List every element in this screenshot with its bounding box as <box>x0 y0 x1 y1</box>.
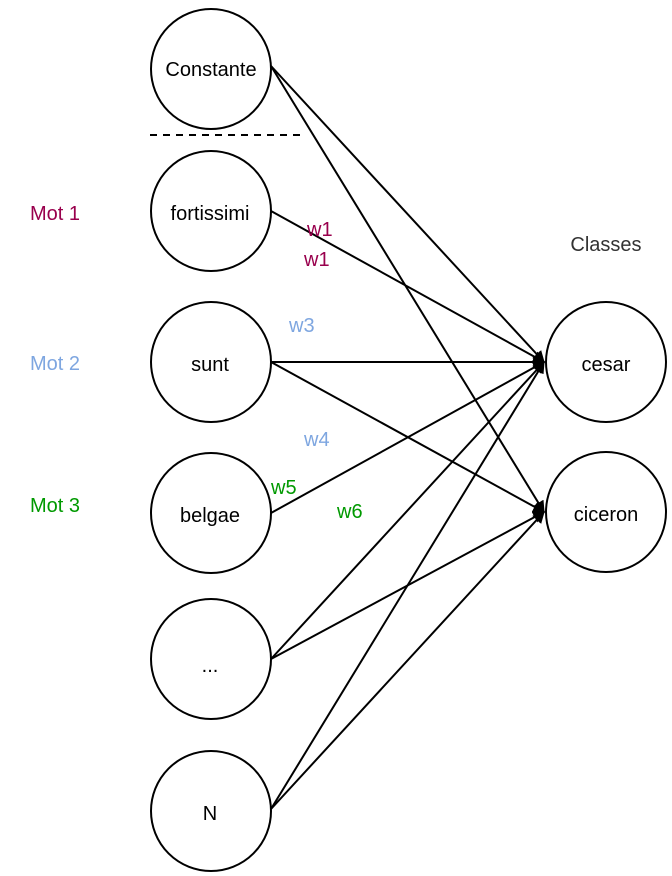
weight-label-w3: w3 <box>288 315 315 337</box>
classes-title: Classes <box>570 234 641 256</box>
weight-label-w5: w5 <box>270 477 297 499</box>
edge-belgae-to-cesar <box>270 361 546 514</box>
node-label: N <box>203 803 217 825</box>
node-label: Constante <box>165 59 256 81</box>
input-node-constante: Constante <box>150 8 272 130</box>
node-label: sunt <box>191 354 229 376</box>
node-label: ciceron <box>574 504 638 526</box>
node-label: cesar <box>582 354 631 376</box>
side-label-mot1: Mot 1 <box>30 203 80 225</box>
weight-label-w4: w4 <box>303 429 330 451</box>
input-node-fortissimi: fortissimi <box>150 150 272 272</box>
output-node-cesar: cesar <box>545 301 667 423</box>
node-label: belgae <box>180 505 240 527</box>
edge-ellipsis-to-cesar <box>270 361 545 660</box>
node-label: fortissimi <box>171 203 250 225</box>
node-label: ... <box>202 655 219 677</box>
edge-constante-to-cesar <box>270 65 545 363</box>
edge-n-to-ciceron <box>270 511 545 810</box>
input-node-belgae: belgae <box>150 452 272 574</box>
input-node-n: N <box>150 750 272 872</box>
weight-label-w1-a: w1 <box>306 219 333 241</box>
side-label-mot2: Mot 2 <box>30 353 80 375</box>
input-node-sunt: sunt <box>150 301 272 423</box>
input-node-ellipsis: ... <box>150 598 272 720</box>
edges-group <box>270 65 546 810</box>
weight-label-w6: w6 <box>336 501 363 523</box>
edge-n-to-cesar <box>270 360 545 810</box>
weight-label-w1-b: w1 <box>303 249 330 271</box>
side-label-mot3: Mot 3 <box>30 495 80 517</box>
edge-fortissimi-to-cesar <box>270 210 546 363</box>
output-node-ciceron: ciceron <box>545 451 667 573</box>
